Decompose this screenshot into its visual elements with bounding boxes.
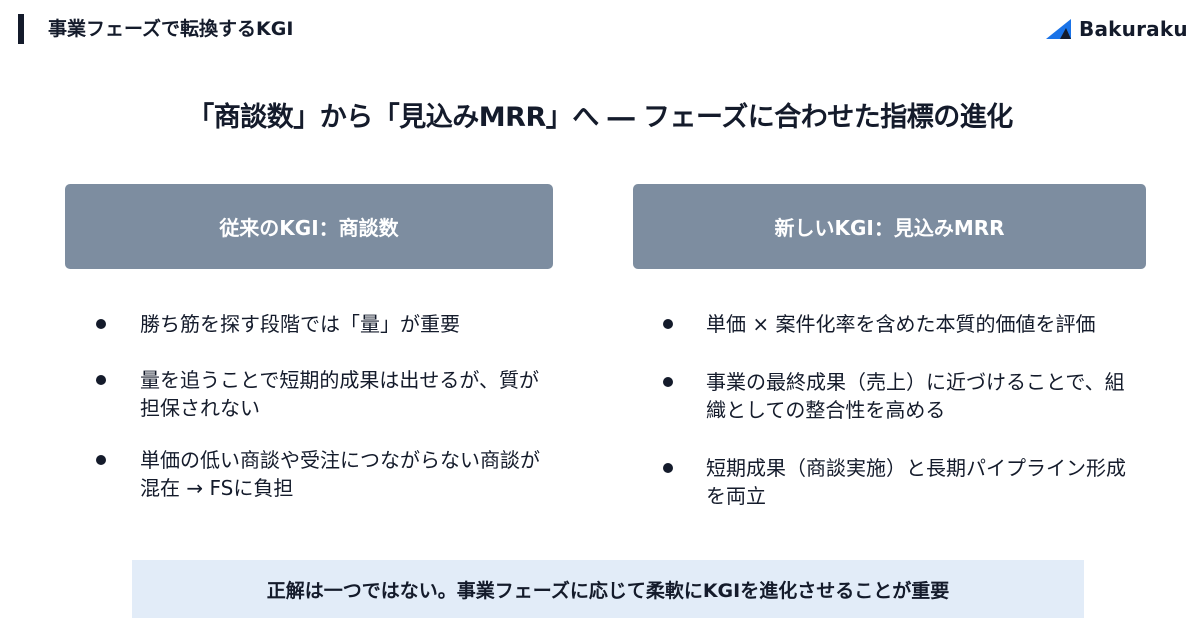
bakuraku-logo-icon (1046, 19, 1071, 39)
bullet-dot-icon (96, 319, 106, 329)
page-title: 「商談数」から「見込みMRR」へ ― フェーズに合わせた指標の進化 (187, 102, 1013, 133)
logo: Bakuraku (1046, 14, 1188, 44)
new-kgi-header: 新しいKGI：見込みMRR (633, 184, 1146, 269)
bullet-item: 単価 × 案件化率を含めた本質的価値を評価 (663, 310, 1136, 338)
logo-text: Bakuraku (1079, 17, 1188, 41)
bullet-item: 単価の低い商談や受注につながらない商談が混在 → FSに負担 (96, 446, 540, 502)
old-kgi-header: 従来のKGI：商談数 (65, 184, 553, 269)
old-kgi-bullets: 勝ち筋を探す段階では「量」が重要 量を追うことで短期的成果は出せるが、質が担保さ… (96, 310, 540, 502)
bullet-dot-icon (96, 375, 106, 385)
bullet-dot-icon (663, 463, 673, 473)
bullet-item: 短期成果（商談実施）と長期パイプライン形成を両立 (663, 454, 1136, 510)
header-title: 事業フェーズで転換するKGI (48, 18, 294, 40)
header-accent-bar (18, 14, 24, 44)
summary-callout: 正解は一つではない。事業フェーズに応じて柔軟にKGIを進化させることが重要 (132, 560, 1084, 618)
bullet-dot-icon (96, 455, 106, 465)
bullet-dot-icon (663, 377, 673, 387)
bullet-item: 勝ち筋を探す段階では「量」が重要 (96, 310, 540, 338)
bullet-dot-icon (663, 319, 673, 329)
bullet-item: 事業の最終成果（売上）に近づけることで、組織としての整合性を高める (663, 368, 1136, 424)
bullet-item: 量を追うことで短期的成果は出せるが、質が担保されない (96, 366, 540, 422)
new-kgi-bullets: 単価 × 案件化率を含めた本質的価値を評価 事業の最終成果（売上）に近づけること… (663, 310, 1136, 510)
